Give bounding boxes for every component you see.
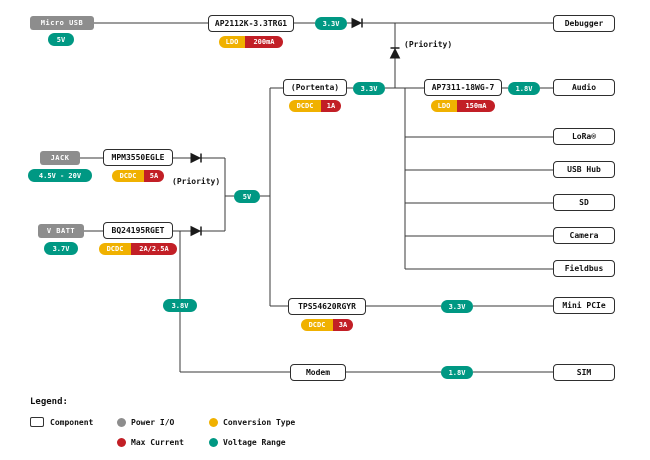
component-audio: Audio	[553, 79, 615, 96]
conversion-type-badge: DCDC	[289, 100, 321, 112]
legend-power-io-label: Power I/O	[131, 418, 175, 427]
component-portenta: (Portenta)	[283, 79, 347, 96]
diode-icon	[389, 47, 401, 59]
max-current-badge: 200mA	[245, 36, 283, 48]
component-ap7311: AP7311-18WG-7	[424, 79, 502, 96]
max-current-badge: 150mA	[457, 100, 495, 112]
voltage-micro-usb: 5V	[48, 33, 74, 46]
component-mpm3550: MPM3550EGLE	[103, 149, 173, 166]
max-current-badge: 2A/2.5A	[131, 243, 177, 255]
component-debugger: Debugger	[553, 15, 615, 32]
component-tps54620: TPS54620RGYR	[288, 298, 366, 315]
rail-5v: 5V	[234, 190, 260, 203]
legend-power-io-icon	[117, 418, 126, 427]
max-current-badge: 5A	[144, 170, 164, 182]
component-sim: SIM	[553, 364, 615, 381]
component-mini-pcie: Mini PCIe	[553, 297, 615, 314]
max-current-badge: 3A	[333, 319, 353, 331]
voltage-vbatt: 3.7V	[44, 242, 78, 255]
legend-voltage-range-label: Voltage Range	[223, 438, 286, 447]
legend-max-current-label: Max Current	[131, 438, 184, 447]
badge-mpm3550: DCDC 5A	[112, 170, 164, 182]
rail-pcie-3v3: 3.3V	[441, 300, 473, 313]
power-input-jack: JACK	[40, 151, 80, 165]
rail-sim-1v8: 1.8V	[441, 366, 473, 379]
rail-batt-3v8: 3.8V	[163, 299, 197, 312]
legend-voltage-range-icon	[209, 438, 218, 447]
component-fieldbus: Fieldbus	[553, 260, 615, 277]
wires-group	[80, 22, 553, 373]
power-input-vbatt: V BATT	[38, 224, 84, 238]
priority-label-top: (Priority)	[404, 40, 453, 49]
component-camera: Camera	[553, 227, 615, 244]
badge-portenta: DCDC 1A	[289, 100, 341, 112]
component-lora: LoRa®	[553, 128, 615, 145]
badge-ap2112k: LDO 200mA	[219, 36, 283, 48]
diodes-group	[190, 17, 401, 237]
legend-component-label: Component	[50, 418, 94, 427]
legend-component-icon	[30, 417, 44, 427]
power-input-micro-usb: Micro USB	[30, 16, 94, 30]
component-modem: Modem	[290, 364, 346, 381]
legend-conversion-type-icon	[209, 418, 218, 427]
diode-icon	[351, 17, 363, 29]
legend-conversion-type-label: Conversion Type	[223, 418, 296, 427]
component-sd: SD	[553, 194, 615, 211]
conversion-type-badge: DCDC	[112, 170, 144, 182]
rail-usb-3v3: 3.3V	[315, 17, 347, 30]
rail-audio-1v8: 1.8V	[508, 82, 540, 95]
component-usb-hub: USB Hub	[553, 161, 615, 178]
voltage-jack: 4.5V - 20V	[28, 169, 92, 182]
conversion-type-badge: DCDC	[301, 319, 333, 331]
max-current-badge: 1A	[321, 100, 341, 112]
priority-label-mid: (Priority)	[172, 177, 221, 186]
badge-ap7311: LDO 150mA	[431, 100, 495, 112]
component-ap2112k: AP2112K-3.3TRG1	[208, 15, 294, 32]
conversion-type-badge: LDO	[219, 36, 245, 48]
legend-max-current-icon	[117, 438, 126, 447]
component-bq24195: BQ24195RGET	[103, 222, 173, 239]
badge-bq24195: DCDC 2A/2.5A	[99, 243, 177, 255]
legend-title: Legend:	[30, 397, 68, 407]
conversion-type-badge: LDO	[431, 100, 457, 112]
diode-icon	[190, 225, 202, 237]
conversion-type-badge: DCDC	[99, 243, 131, 255]
rail-portenta-3v3: 3.3V	[353, 82, 385, 95]
badge-tps54620: DCDC 3A	[301, 319, 353, 331]
diode-icon	[190, 152, 202, 164]
